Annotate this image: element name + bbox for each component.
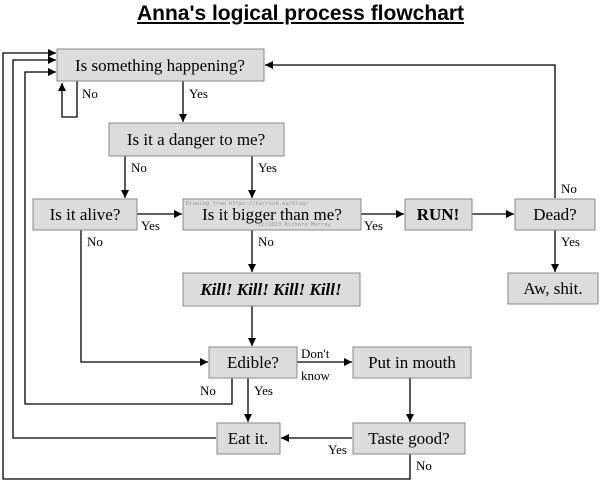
edge-alive-edible [80, 230, 208, 366]
node-alive-label: Is it alive? [50, 205, 121, 224]
node-dead: Dead? [514, 198, 596, 231]
label-alive-no: No [87, 234, 103, 249]
label-taste-yes: Yes [328, 442, 347, 457]
label-danger-yes: Yes [258, 160, 277, 175]
edge-taste-happening [2, 49, 411, 480]
edge-edible-happening [24, 68, 233, 405]
node-kill: Kill! Kill! Kill! Kill! [182, 272, 361, 307]
node-edible-label: Edible? [227, 353, 279, 372]
label-happening-no: No [82, 86, 98, 101]
node-dead-label: Dead? [533, 205, 576, 224]
node-eat-label: Eat it. [228, 429, 269, 448]
node-run: RUN! [404, 198, 473, 231]
watermark-line-1: Drawing from https://barrick.eu/blog/ [186, 201, 309, 207]
label-taste-no: No [416, 458, 432, 473]
label-danger-no: No [131, 160, 147, 175]
label-bigger-yes: Yes [364, 218, 383, 233]
node-danger-label: Is it a danger to me? [127, 130, 265, 149]
node-bigger-label: Is it bigger than me? [202, 205, 342, 224]
node-edible: Edible? [208, 346, 298, 379]
node-taste-label: Taste good? [368, 429, 449, 448]
label-bigger-no: No [258, 234, 274, 249]
node-eat: Eat it. [216, 422, 281, 455]
node-taste: Taste good? [352, 422, 466, 455]
label-dead-yes: Yes [561, 234, 580, 249]
edge-eat-happening [12, 56, 216, 439]
label-dead-no: No [561, 181, 577, 196]
node-happening-label: Is something happening? [75, 56, 245, 75]
label-edible-no: No [200, 383, 216, 398]
node-aw-label: Aw, shit. [523, 279, 582, 298]
label-alive-yes: Yes [141, 218, 160, 233]
label-happening-yes: Yes [189, 86, 208, 101]
edge-happening-self-no [58, 81, 78, 118]
node-mouth: Put in mouth [352, 346, 472, 379]
node-run-label: RUN! [417, 205, 460, 224]
label-edible-dont: Don't [301, 346, 330, 361]
node-danger: Is it a danger to me? [108, 122, 285, 157]
label-edible-know: know [301, 368, 331, 383]
edge-dead-happening [265, 61, 556, 198]
watermark-line-2: (c)2023 Richard Murray [258, 222, 332, 228]
node-bigger: Is it bigger than me? [182, 198, 362, 231]
label-edible-yes: Yes [254, 383, 273, 398]
node-mouth-label: Put in mouth [368, 353, 456, 372]
node-aw: Aw, shit. [507, 272, 599, 305]
node-kill-label: Kill! Kill! Kill! Kill! [199, 280, 341, 299]
node-happening: Is something happening? [56, 48, 265, 82]
node-alive: Is it alive? [32, 198, 138, 231]
chart-title: Anna's logical process flowchart [136, 2, 465, 25]
